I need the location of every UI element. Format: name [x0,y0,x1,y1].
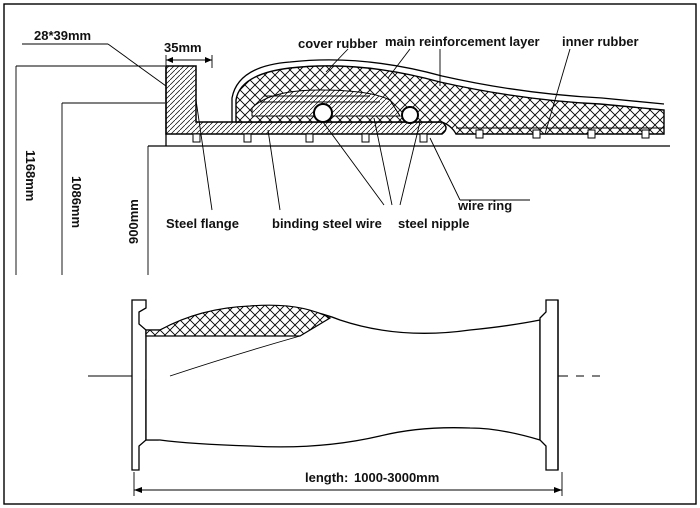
leader-wire-ring [429,137,461,201]
leader-steel-flange [195,99,213,211]
wire-ring-2 [401,106,419,124]
label-main-reinforcement: main reinforcement layer [385,34,540,49]
leader-binding-wire-3 [373,117,393,206]
label-steel-flange: Steel flange [166,216,239,231]
label-flange-size: 28*39mm [34,28,91,43]
nipple-studs [192,129,650,143]
label-inner-rubber: inner rubber [562,34,639,49]
outer-frame [3,3,697,505]
label-nipple-width: 35mm [164,40,202,55]
arrow-left-icon [166,57,173,63]
label-cover-rubber: cover rubber [298,36,377,51]
leader-binding-wire-2 [322,121,385,206]
leader-flange-size-diag [107,43,167,87]
leader-steel-nipple [399,121,421,206]
right-flange [539,299,559,471]
label-steel-nipple: steel nipple [398,216,470,231]
label-length-prefix: length: [305,470,348,485]
leader-inner-rubber [544,48,571,135]
cover-rubber-outline [231,59,665,122]
label-od-1086: 1086mm [69,176,84,228]
left-flange [131,299,147,471]
label-od-1168: 1168mm [23,150,38,201]
label-id-900: 900mm [126,199,141,244]
wire-ring-1 [313,103,333,123]
side-view: length: 1000-3000mm [88,299,600,496]
label-wire-ring: wire ring [457,198,512,213]
label-length-value: 1000-3000mm [354,470,439,485]
label-binding-wire: binding steel wire [272,216,382,231]
arrow-right-icon [205,57,212,63]
arrow-left-icon [134,487,142,493]
leader-binding-wire [267,129,281,211]
leader-reinforcement-1 [387,48,411,79]
leader-cover-rubber [325,48,349,73]
binding-wire-pocket [251,89,401,117]
arrow-right-icon [554,487,562,493]
cross-section-view: 28*39mm 35mm cover rubber main reinforce… [15,28,670,275]
side-reinforcement-cutaway [145,304,332,337]
